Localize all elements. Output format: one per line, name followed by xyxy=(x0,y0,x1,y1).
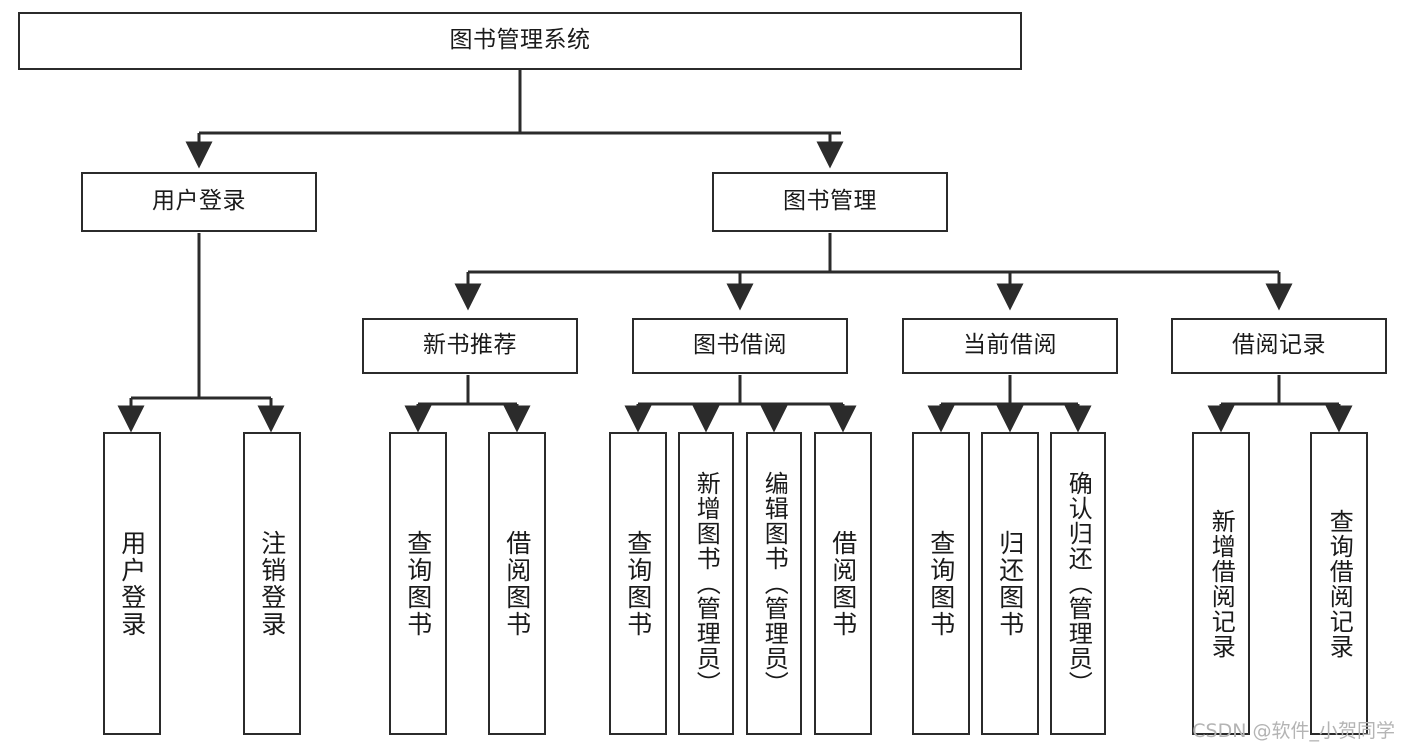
leaf-edit-book-admin-label: 编辑图书（管理员） xyxy=(760,471,789,696)
node-book-management[interactable]: 图书管理 xyxy=(712,172,948,232)
leaf-query-book-borrow[interactable]: 查询图书 xyxy=(609,432,667,735)
leaf-query-book-new-label: 查询图书 xyxy=(403,529,433,638)
leaf-edit-book-admin[interactable]: 编辑图书（管理员） xyxy=(746,432,802,735)
leaf-query-book-current-label: 查询图书 xyxy=(926,529,956,638)
leaf-logout-login[interactable]: 注销登录 xyxy=(243,432,301,735)
node-current-borrow[interactable]: 当前借阅 xyxy=(902,318,1118,374)
leaf-add-book-admin-label: 新增图书（管理员） xyxy=(692,471,721,696)
leaf-user-login[interactable]: 用户登录 xyxy=(103,432,161,735)
node-borrow-record[interactable]: 借阅记录 xyxy=(1171,318,1387,374)
leaf-query-book-new[interactable]: 查询图书 xyxy=(389,432,447,735)
leaf-confirm-return-admin-label: 确认归还（管理员） xyxy=(1064,471,1093,696)
leaf-return-book[interactable]: 归还图书 xyxy=(981,432,1039,735)
leaf-borrow-book-borrow-label: 借阅图书 xyxy=(828,529,858,638)
leaf-add-borrow-record[interactable]: 新增借阅记录 xyxy=(1192,432,1250,735)
leaf-add-borrow-record-label: 新增借阅记录 xyxy=(1207,508,1236,659)
node-book-borrow[interactable]: 图书借阅 xyxy=(632,318,848,374)
leaf-query-borrow-record-label: 查询借阅记录 xyxy=(1325,508,1354,659)
leaf-user-login-label: 用户登录 xyxy=(117,529,147,638)
node-borrow-record-label: 借阅记录 xyxy=(1232,332,1326,359)
leaf-borrow-book-new-label: 借阅图书 xyxy=(502,529,532,638)
leaf-borrow-book-new[interactable]: 借阅图书 xyxy=(488,432,546,735)
leaf-return-book-label: 归还图书 xyxy=(995,529,1025,638)
leaf-query-book-borrow-label: 查询图书 xyxy=(623,529,653,638)
node-new-book-recommend-label: 新书推荐 xyxy=(423,332,517,359)
leaf-query-borrow-record[interactable]: 查询借阅记录 xyxy=(1310,432,1368,735)
node-user-login-label: 用户登录 xyxy=(152,188,246,215)
leaf-borrow-book-borrow[interactable]: 借阅图书 xyxy=(814,432,872,735)
leaf-add-book-admin[interactable]: 新增图书（管理员） xyxy=(678,432,734,735)
node-new-book-recommend[interactable]: 新书推荐 xyxy=(362,318,578,374)
leaf-query-book-current[interactable]: 查询图书 xyxy=(912,432,970,735)
leaf-logout-login-label: 注销登录 xyxy=(257,529,287,638)
node-user-login[interactable]: 用户登录 xyxy=(81,172,317,232)
node-current-borrow-label: 当前借阅 xyxy=(963,332,1057,359)
leaf-confirm-return-admin[interactable]: 确认归还（管理员） xyxy=(1050,432,1106,735)
node-root[interactable]: 图书管理系统 xyxy=(18,12,1022,70)
node-root-label: 图书管理系统 xyxy=(449,27,591,54)
node-book-management-label: 图书管理 xyxy=(783,188,877,215)
node-book-borrow-label: 图书借阅 xyxy=(693,332,787,359)
